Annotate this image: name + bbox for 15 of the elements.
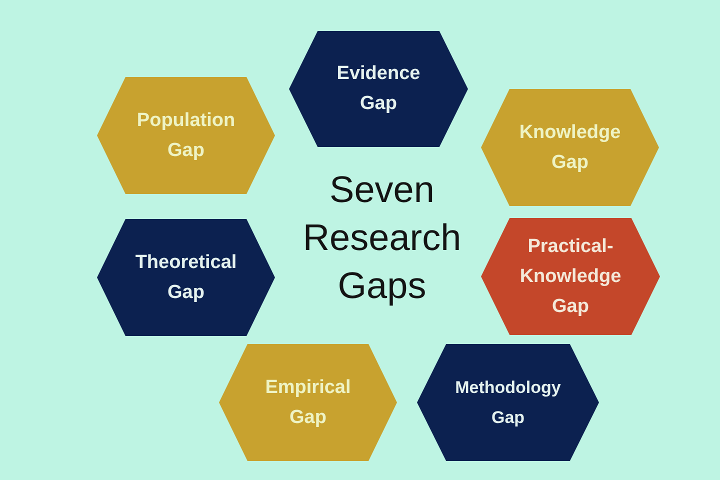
hexagon-label: Theoretical Gap (134, 250, 238, 304)
hexagon-label: Practical-Knowledge Gap (518, 234, 622, 318)
hexagon (417, 344, 599, 461)
hexagon (97, 219, 275, 336)
hexagon (481, 89, 659, 206)
hexagon (97, 77, 275, 194)
hexagon (289, 31, 468, 147)
hexagon (219, 344, 397, 461)
hexagon-label: Methodology Gap (454, 376, 562, 428)
hexagon (481, 218, 660, 335)
hexagon-label: Knowledge Gap (518, 120, 622, 174)
hexagon-label: Population Gap (136, 108, 236, 162)
hexagon-label: Evidence Gap (336, 62, 422, 116)
hexagon-label: Empirical Gap (264, 376, 352, 430)
diagram-title: Seven Research Gaps (302, 168, 462, 308)
